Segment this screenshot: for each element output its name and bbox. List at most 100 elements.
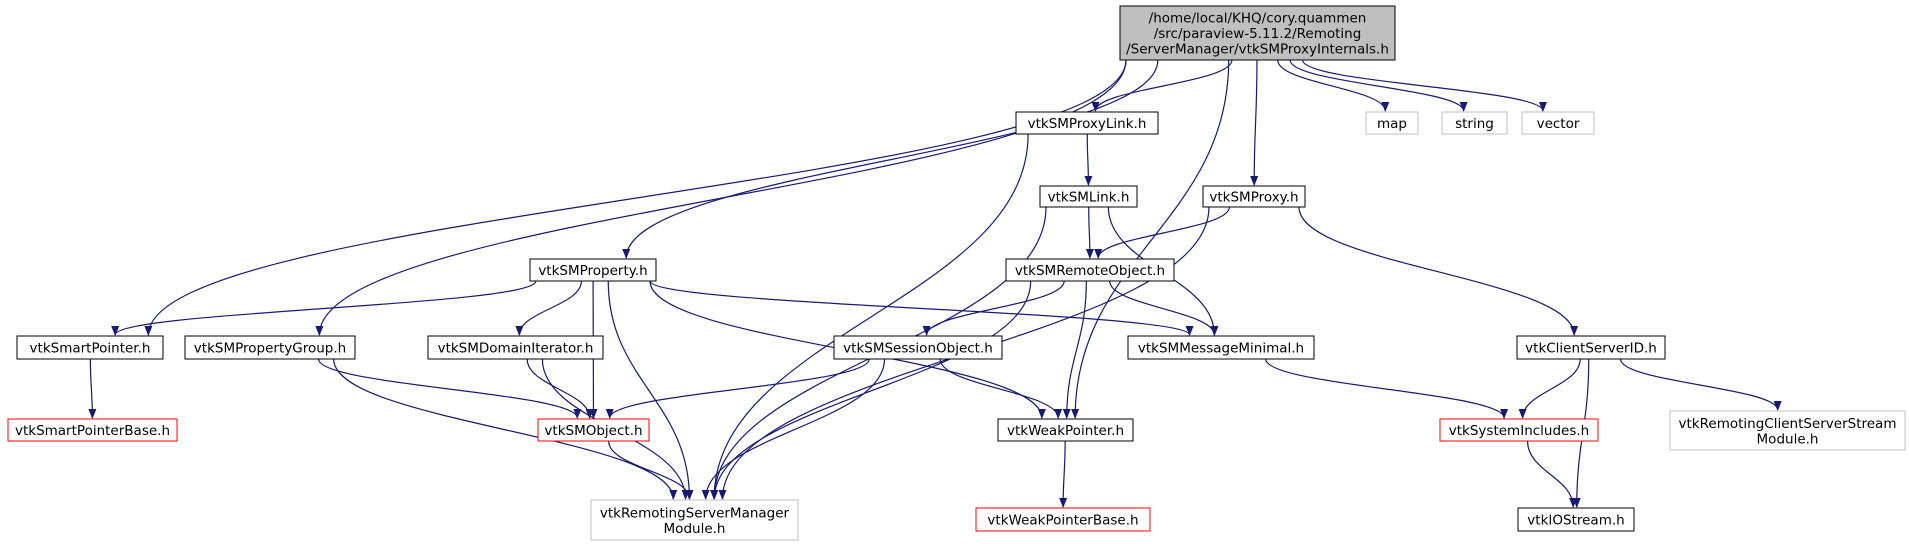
node-iostream[interactable]: vtkIOStream.h: [1517, 507, 1635, 532]
edge-domainiterator-to-smobject: [526, 358, 594, 419]
node-box-remotingcs: [1669, 410, 1906, 451]
node-weakpointerbase[interactable]: vtkWeakPointerBase.h: [975, 507, 1151, 532]
node-box-remoteobject: [1005, 258, 1175, 282]
node-label-root-line-0: /home/local/KHQ/cory.quammen: [1149, 11, 1367, 27]
edge-remoteobject-to-weakpointer: [1062, 280, 1087, 419]
edge-sessionobject-to-remotingsm: [701, 358, 886, 500]
node-label-remotingsm-line-0: vtkRemotingServerManager: [600, 505, 790, 521]
edge-propertygroup-to-smobject: [317, 358, 582, 419]
node-box-property: [529, 258, 657, 282]
node-weakpointer[interactable]: vtkWeakPointer.h: [997, 418, 1134, 442]
node-label-root-line-2: /ServerManager/vtkSMProxyInternals.h: [1126, 42, 1389, 58]
node-box-messageminimal: [1127, 335, 1315, 360]
node-box-vector: [1521, 111, 1595, 135]
node-smartpointer[interactable]: vtkSmartPointer.h: [16, 335, 164, 360]
node-smobject[interactable]: vtkSMObject.h: [537, 418, 650, 442]
edge-root-to-property: [622, 59, 1159, 259]
node-label-proxylink-line-0: vtkSMProxyLink.h: [1028, 116, 1147, 132]
node-label-root-line-1: /src/paraview-5.11.2/Remoting: [1154, 26, 1362, 42]
edge-messageminimal-to-systemincludes: [1265, 358, 1509, 419]
node-box-map: [1365, 111, 1419, 135]
node-label-vector-line-0: vector: [1537, 116, 1580, 132]
node-sessionobject[interactable]: vtkSMSessionObject.h: [833, 335, 1003, 360]
edge-smobject-to-remotingsm: [608, 440, 694, 500]
node-label-sessionobject-line-0: vtkSMSessionObject.h: [843, 341, 993, 357]
node-clientserverid[interactable]: vtkClientServerID.h: [1516, 335, 1666, 360]
node-label-weakpointer-line-0: vtkWeakPointer.h: [1007, 423, 1124, 439]
node-remoteobject[interactable]: vtkSMRemoteObject.h: [1005, 258, 1175, 282]
edge-sessionobject-to-weakpointer: [939, 358, 1063, 419]
edge-remoteobject-to-sessionobject: [922, 280, 1065, 336]
node-box-weakpointerbase: [975, 507, 1151, 532]
node-label-remoteobject-line-0: vtkSMRemoteObject.h: [1015, 263, 1165, 279]
node-proxylink[interactable]: vtkSMProxyLink.h: [1015, 111, 1159, 135]
node-label-systemincludes-line-0: vtkSystemIncludes.h: [1449, 423, 1589, 439]
node-box-remotingsm: [590, 499, 799, 541]
node-box-string: [1441, 111, 1508, 135]
node-box-weakpointer: [997, 418, 1134, 442]
node-label-map-line-0: map: [1377, 116, 1407, 132]
edge-systemincludes-to-iostream: [1526, 440, 1578, 508]
edge-root-to-map: [1277, 59, 1390, 112]
node-box-propertygroup: [184, 335, 356, 360]
edge-smartpointer-to-smartpointerbase: [88, 358, 97, 419]
edge-clientserverid-to-systemincludes: [1518, 358, 1581, 419]
edge-property-to-messageminimal: [649, 280, 1194, 336]
nodes-layer: /home/local/KHQ/cory.quammen/src/paravie…: [7, 5, 1906, 541]
edge-property-to-remotingsm: [607, 280, 694, 500]
node-root: /home/local/KHQ/cory.quammen/src/paravie…: [1119, 5, 1396, 61]
node-property[interactable]: vtkSMProperty.h: [529, 258, 657, 282]
node-box-smartpointerbase: [7, 418, 178, 442]
node-label-property-line-0: vtkSMProperty.h: [538, 263, 647, 279]
edge-root-to-proxylink: [1091, 59, 1233, 112]
node-label-remotingcs-line-0: vtkRemotingClientServerStream: [1679, 416, 1897, 432]
edge-root-to-string: [1289, 59, 1468, 112]
node-messageminimal[interactable]: vtkSMMessageMinimal.h: [1127, 335, 1315, 360]
node-domainiterator[interactable]: vtkSMDomainIterator.h: [427, 335, 604, 360]
node-label-smobject-line-0: vtkSMObject.h: [544, 423, 642, 439]
node-label-iostream-line-0: vtkIOStream.h: [1527, 513, 1624, 529]
node-link[interactable]: vtkSMLink.h: [1039, 185, 1138, 208]
node-box-smartpointer: [16, 335, 164, 360]
node-box-domainiterator: [427, 335, 604, 360]
node-label-messageminimal-line-0: vtkSMMessageMinimal.h: [1138, 341, 1304, 357]
node-box-clientserverid: [1516, 335, 1666, 360]
node-label-remotingcs-line-1: Module.h: [1757, 431, 1819, 447]
node-box-proxy: [1202, 185, 1306, 208]
node-box-systemincludes: [1439, 418, 1599, 442]
node-label-link-line-0: vtkSMLink.h: [1048, 190, 1130, 206]
edge-clientserverid-to-remotingcs: [1619, 358, 1782, 411]
node-box-smobject: [537, 418, 650, 442]
node-string: string: [1441, 111, 1508, 135]
node-box-link: [1039, 185, 1138, 208]
node-label-propertygroup-line-0: vtkSMPropertyGroup.h: [194, 341, 346, 357]
edge-sessionobject-to-smobject: [605, 358, 870, 419]
node-label-smartpointerbase-line-0: vtkSmartPointerBase.h: [15, 423, 170, 439]
node-smartpointerbase[interactable]: vtkSmartPointerBase.h: [7, 418, 178, 442]
node-label-remotingsm-line-1: Module.h: [664, 521, 726, 537]
edge-proxylink-to-link: [1084, 133, 1093, 186]
node-systemincludes[interactable]: vtkSystemIncludes.h: [1439, 418, 1599, 442]
edge-root-to-smartpointer: [144, 59, 1127, 336]
node-box-root: [1119, 5, 1396, 61]
edge-weakpointer-to-weakpointerbase: [1059, 440, 1068, 508]
node-vector: vector: [1521, 111, 1595, 135]
edge-proxylink-to-remotingsm: [710, 133, 1029, 500]
node-box-sessionobject: [833, 335, 1003, 360]
node-label-weakpointerbase-line-0: vtkWeakPointerBase.h: [987, 513, 1138, 529]
edge-root-to-proxy: [1250, 59, 1259, 186]
edge-root-to-weakpointer: [1071, 59, 1230, 419]
node-label-clientserverid-line-0: vtkClientServerID.h: [1525, 341, 1657, 357]
edge-property-to-smartpointer: [111, 280, 537, 336]
node-label-proxy-line-0: vtkSMProxy.h: [1209, 190, 1298, 206]
edge-link-to-remoteobject: [1085, 206, 1094, 259]
node-map: map: [1365, 111, 1419, 135]
node-label-smartpointer-line-0: vtkSmartPointer.h: [30, 341, 151, 357]
node-propertygroup[interactable]: vtkSMPropertyGroup.h: [184, 335, 356, 360]
node-box-iostream: [1517, 507, 1635, 532]
edge-root-to-propertygroup: [315, 59, 1127, 336]
node-proxy[interactable]: vtkSMProxy.h: [1202, 185, 1306, 208]
edge-property-to-domainiterator: [515, 280, 582, 336]
